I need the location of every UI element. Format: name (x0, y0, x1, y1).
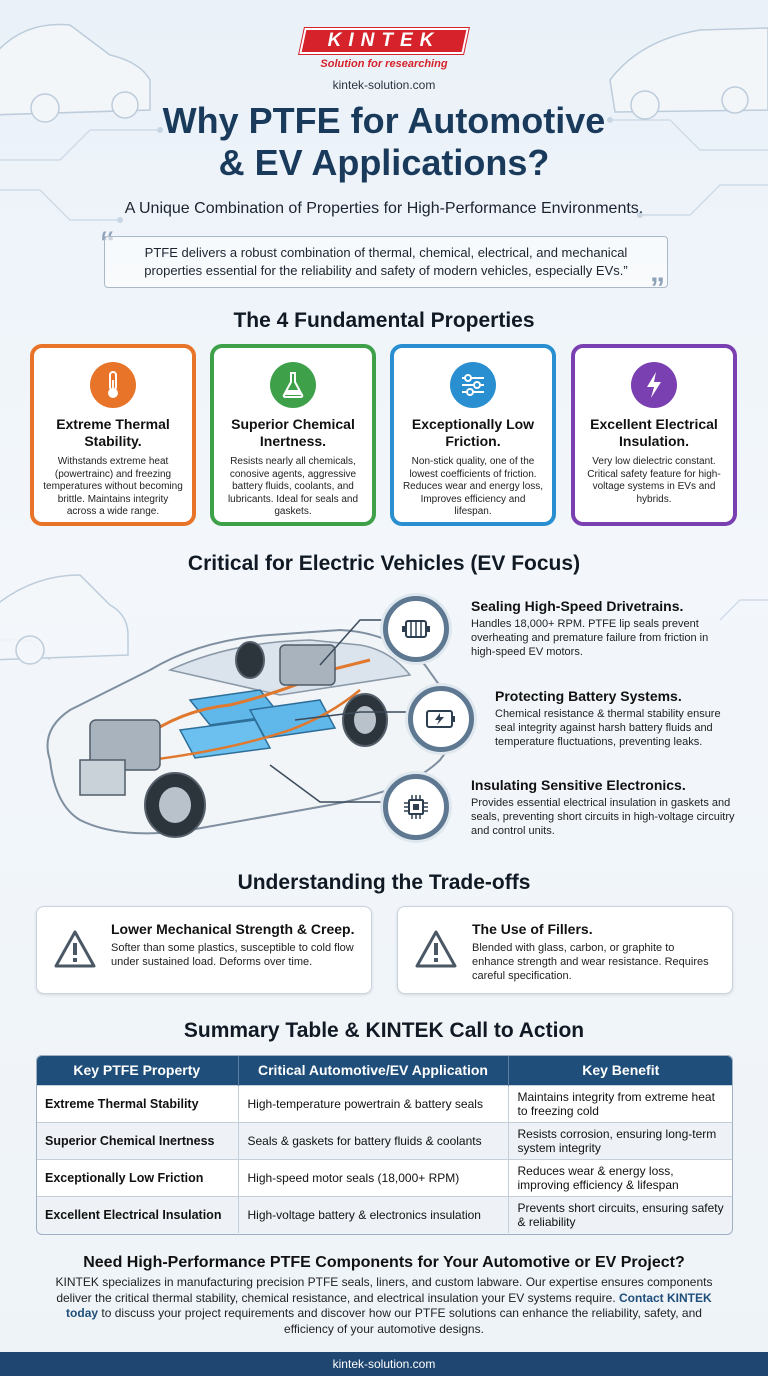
tradeoff-text: Softer than some plastics, susceptible t… (111, 942, 354, 968)
table-row: Superior Chemical Inertness Seals & gask… (36, 1121, 733, 1159)
tradeoffs-title: Understanding the Trade-offs (237, 871, 531, 894)
warning-icon (54, 930, 96, 968)
cta-title: Need High-Performance PTFE Components fo… (83, 1254, 685, 1271)
properties-title: The 4 Fundamental Properties (233, 309, 535, 332)
property-card-electrical: Excellent Electrical Insulation. Very lo… (571, 344, 737, 526)
table-cell: Reduces wear & energy loss, improving ef… (508, 1158, 733, 1196)
table-cell: Extreme Thermal Stability (36, 1084, 239, 1122)
table-row: Exceptionally Low Friction High-speed mo… (36, 1158, 733, 1196)
motor-icon (383, 596, 449, 662)
summary-title: Summary Table & KINTEK Call to Action (183, 1019, 585, 1042)
ev-item-text-battery: Chemical resistance & thermal stability … (495, 708, 721, 748)
table-header-row: Key PTFE Property Critical Automotive/EV… (36, 1055, 733, 1085)
footer-website-link[interactable]: kintek-solution.com (332, 1357, 436, 1371)
table-cell: High-speed motor seals (18,000+ RPM) (238, 1158, 509, 1196)
table-cell: Excellent Electrical Insulation (36, 1195, 239, 1233)
summary-table: Key PTFE Property Critical Automotive/EV… (36, 1055, 733, 1233)
cta-text-outro: to discuss your project requirements and… (98, 1306, 702, 1336)
logo-tagline: Solution for researching (320, 58, 448, 70)
card-title: Superior Chemical Inertness. (231, 416, 355, 449)
intro-quote: PTFE delivers a robust combination of th… (104, 236, 668, 288)
cta-text: KINTEK specializes in manufacturing prec… (40, 1275, 728, 1337)
table-cell: High-voltage battery & electronics insul… (238, 1195, 509, 1233)
ev-item-text-electronics: Provides essential electrical insulation… (471, 797, 735, 837)
table-header-cell: Key PTFE Property (36, 1055, 239, 1085)
property-card-friction: Exceptionally Low Friction. Non-stick qu… (390, 344, 556, 526)
tradeoff-title: Lower Mechanical Strength & Creep. (111, 921, 355, 937)
card-text: Resists nearly all chemicals, conosive a… (227, 456, 359, 517)
title-line-2: & EV Applications? (218, 142, 550, 183)
sliders-icon (450, 362, 496, 408)
close-quote-icon: ” (650, 272, 665, 305)
ev-item-title-battery: Protecting Battery Systems. (495, 688, 682, 704)
table-header-cell: Critical Automotive/EV Application (238, 1055, 509, 1085)
ev-item-title-electronics: Insulating Sensitive Electronics. (471, 777, 686, 793)
card-text: Non-stick quality, one of the lowest coe… (402, 456, 544, 517)
tradeoff-card-fillers: The Use of Fillers. Blended with glass, … (397, 906, 733, 994)
card-text: Withstands extreme heat (powertrainc) an… (43, 456, 183, 517)
table-cell: Resists corrosion, ensuring long-term sy… (508, 1121, 733, 1159)
flask-icon (270, 362, 316, 408)
table-row: Extreme Thermal Stability High-temperatu… (36, 1084, 733, 1122)
ev-item-text-drivetrain: Handles 18,000+ RPM. PTFE lip seals prev… (471, 618, 709, 658)
tradeoff-text: Blended with glass, carbon, or graphite … (472, 942, 709, 982)
table-cell: Seals & gaskets for battery fluids & coo… (238, 1121, 509, 1159)
page-title: Why PTFE for Automotive & EV Application… (84, 100, 684, 184)
warning-icon (415, 930, 457, 968)
website-link[interactable]: kintek-solution.com (332, 78, 436, 92)
contact-link[interactable]: Contact KINTEK today (66, 1290, 712, 1321)
card-text: Very low dielectric constant. Critical s… (587, 456, 721, 505)
table-cell: Exceptionally Low Friction (36, 1158, 239, 1196)
thermometer-icon (90, 362, 136, 408)
chip-icon (383, 774, 449, 840)
title-line-1: Why PTFE for Automotive (162, 100, 606, 141)
card-title: Exceptionally Low Friction. (411, 416, 535, 449)
logo-text: KINTEK (327, 30, 441, 51)
property-card-chemical: Superior Chemical Inertness. Resists nea… (210, 344, 376, 526)
table-cell: Maintains integrity from extreme heat to… (508, 1084, 733, 1122)
table-cell: Prevents short circuits, ensuring safety… (508, 1195, 733, 1233)
cta-text-intro: KINTEK specializes in manufacturing prec… (55, 1275, 713, 1305)
tradeoff-card-strength: Lower Mechanical Strength & Creep. Softe… (36, 906, 372, 994)
ev-car-illustration (46, 619, 459, 838)
ev-section-title: Critical for Electric Vehicles (EV Focus… (187, 552, 581, 575)
footer-bar: kintek-solution.com (0, 1352, 768, 1376)
lightning-icon (631, 362, 677, 408)
table-cell: High-temperature powertrain & battery se… (238, 1084, 509, 1122)
battery-icon (408, 686, 474, 752)
table-cell: Superior Chemical Inertness (36, 1121, 239, 1159)
card-title: Excellent Electrical Insulation. (590, 416, 718, 449)
ev-item-title-drivetrain: Sealing High-Speed Drivetrains. (471, 598, 684, 614)
card-title: Extreme Thermal Stability. (56, 416, 170, 449)
table-header-cell: Key Benefit (508, 1055, 733, 1085)
table-row: Excellent Electrical Insulation High-vol… (36, 1195, 733, 1233)
property-card-thermal: Extreme Thermal Stability. Withstands ex… (30, 344, 196, 526)
tradeoff-title: The Use of Fillers. (472, 921, 593, 937)
page-subtitle: A Unique Combination of Properties for H… (124, 200, 644, 217)
